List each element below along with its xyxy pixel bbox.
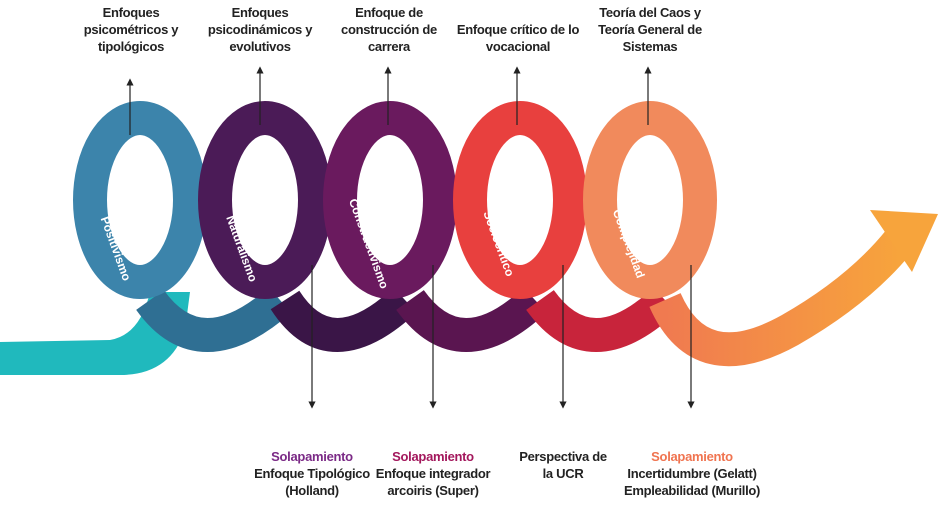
loop-naturalismo [198,101,332,299]
label-line: Enfoques [102,5,160,20]
label-line: Incertidumbre (Gelatt) [627,466,757,481]
label-line: Sistemas [622,39,678,54]
overlap-title: Solapamiento [651,449,733,464]
label-line: Enfoque Tipológico [254,466,370,481]
label-line: Empleabilidad (Murillo) [623,483,761,498]
label-line: Enfoque de [355,5,423,20]
top-label-critico: Enfoque crítico de lo vocacional [456,21,580,55]
top-label-construccion: Enfoque de construcción de carrera [341,4,437,55]
teal-tail [0,292,190,375]
label-line: psicométricos y [83,22,179,37]
connector-4 [526,287,677,352]
overlap-title: Solapamiento [392,449,474,464]
top-label-psicometricos: Enfoques psicométricos y tipológicos [84,4,179,55]
label-line: construcción de [341,22,437,37]
loop-complejidad [583,101,717,299]
loop-positivismo [73,101,207,299]
top-label-psicodinamicos: Enfoques psicodinámicos y evolutivos [207,4,313,55]
connector-2 [270,287,417,352]
loop-constructivismo [323,101,457,299]
label-line: arcoiris (Super) [387,483,479,498]
connector-3 [396,287,547,352]
final-arrow-body [649,229,914,367]
label-line: evolutivos [229,39,291,54]
label-line: Teoría General de [598,22,702,37]
overlap-title: Solapamiento [271,449,353,464]
top-label-caos: Teoría del Caos y Teoría General de Sistem… [598,4,702,55]
final-arrowhead [870,210,938,272]
label-line: Perspectiva de [519,449,607,464]
label-line: vocacional [485,39,551,54]
label-line: Enfoque integrador [375,466,491,481]
label-line: tipológicos [97,39,165,54]
label-line: Teoría del Caos y [599,5,701,20]
label-line: carrera [367,39,410,54]
label-line: Enfoques [231,5,289,20]
label-line: la UCR [542,466,584,481]
label-line: Enfoque crítico de lo [456,22,580,37]
bottom-label-ucr: Perspectiva de la UCR [519,448,607,482]
label-line: (Holland) [285,483,339,498]
connector-1 [136,287,292,352]
label-line: psicodinámicos y [207,22,313,37]
loop-sociocritico [453,101,587,299]
